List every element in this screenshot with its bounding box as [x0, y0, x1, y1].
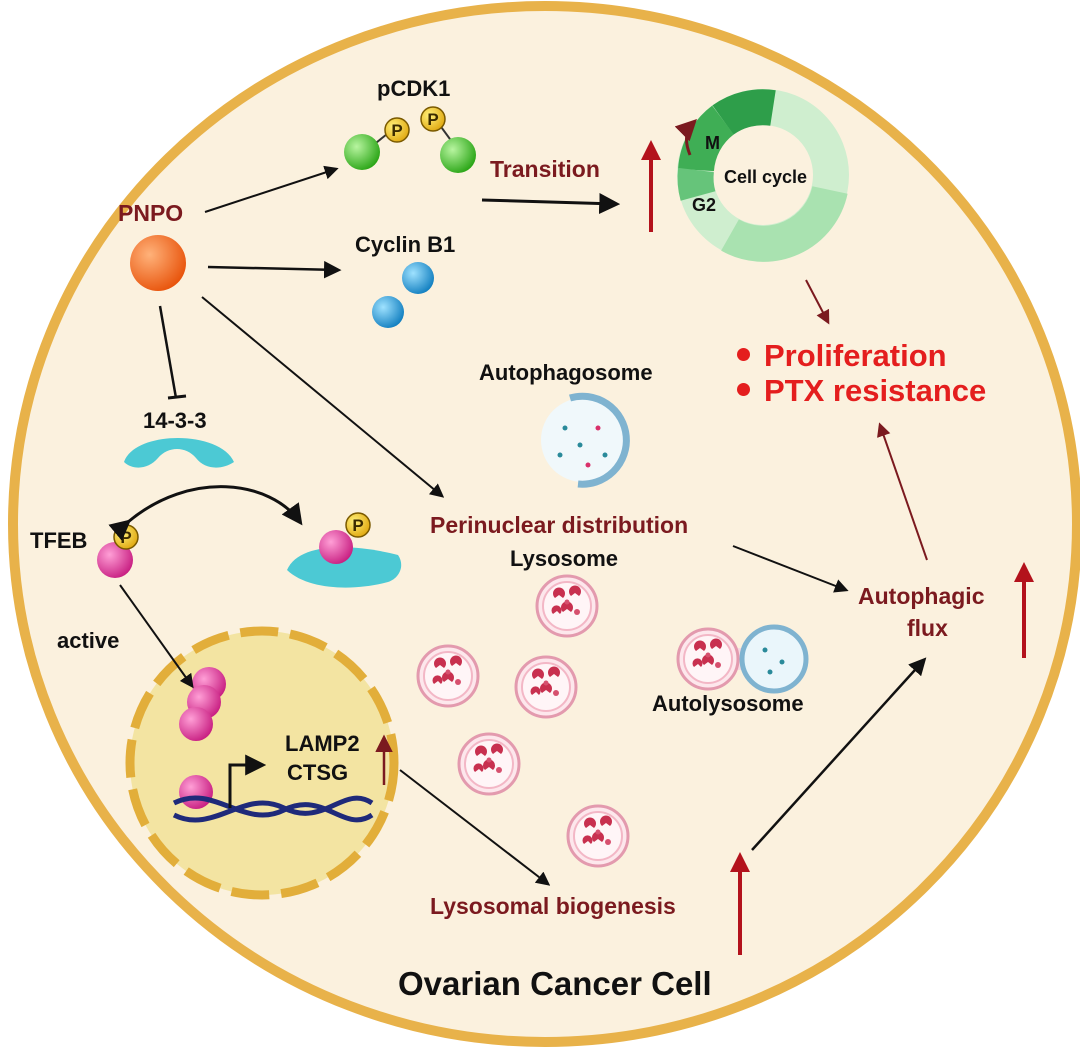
transition-label: Transition: [490, 156, 600, 182]
proliferation-outcome: Proliferation: [737, 340, 947, 371]
pcdk1-molecule: [344, 106, 476, 173]
pcdk1-label: pCDK1: [377, 76, 451, 101]
cell-cycle-ring: [674, 89, 849, 262]
bullet-icon: [737, 383, 750, 397]
phase-m-label: M: [705, 133, 720, 153]
upregulation-arrows: [641, 140, 1034, 955]
autophagosome-label: Autophagosome: [479, 360, 653, 385]
lysosome-label: Lysosome: [510, 546, 619, 571]
autophagosome: [541, 392, 630, 488]
cell-title: Ovarian Cancer Cell: [398, 965, 712, 1002]
tfeb-bound-complex: [287, 512, 402, 588]
phase-g2-label: G2: [692, 195, 717, 215]
tfeb-label: TFEB: [30, 528, 88, 553]
active-label: active: [57, 628, 120, 653]
ptx-resistance-outcome: PTX resistance: [737, 375, 986, 406]
pathway-arrows: [108, 165, 928, 886]
autolysosome-label: Autolysosome: [652, 691, 804, 716]
cyclin-b1-molecule: [372, 262, 434, 328]
ctsg-label: CTSG: [287, 760, 349, 785]
protein-14-3-3-label: 14-3-3: [143, 408, 207, 433]
lysosomal-biogenesis-label: Lysosomal biogenesis: [430, 893, 676, 919]
bullet-icon: [737, 348, 750, 362]
autophagic-flux-label-2: flux: [907, 615, 948, 641]
perinuclear-label: Perinuclear distribution: [430, 512, 689, 538]
autophagic-flux-label-1: Autophagic: [858, 583, 985, 609]
proliferation-label: Proliferation: [764, 338, 947, 373]
tfeb-free: [97, 524, 139, 578]
protein-14-3-3: [124, 438, 234, 468]
pnpo-label: PNPO: [118, 200, 184, 226]
cell-cycle-label: Cell cycle: [724, 167, 808, 187]
autolysosome: [676, 624, 809, 694]
cyclin-b1-label: Cyclin B1: [355, 232, 456, 257]
pnpo-molecule: [130, 235, 186, 291]
nucleus: [125, 626, 399, 900]
ptx-resistance-label: PTX resistance: [764, 373, 987, 408]
lamp2-label: LAMP2: [285, 731, 360, 756]
